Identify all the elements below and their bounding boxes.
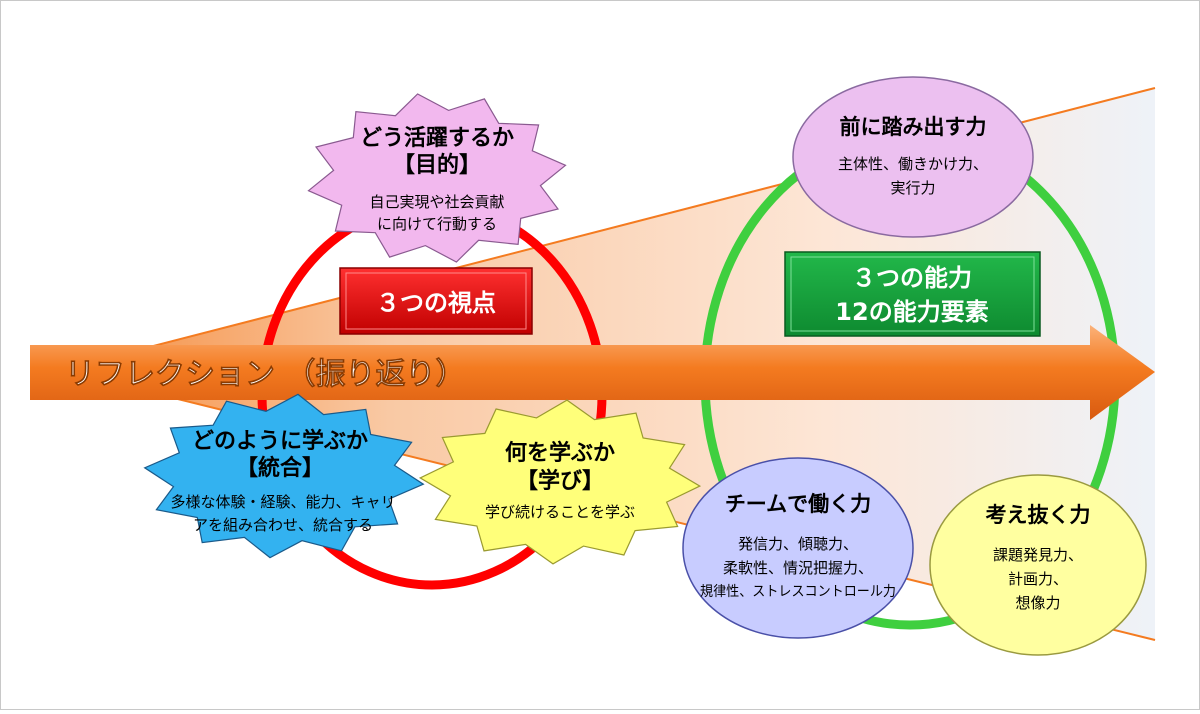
learning-star: 何を学ぶか 【学び】 学び続けることを学ぶ bbox=[418, 399, 702, 565]
reflection-label: リフレクション （振り返り） bbox=[65, 357, 465, 392]
teamwork-desc-line1: 発信力、傾聴力、 bbox=[738, 535, 858, 553]
integration-bracket: 【統合】 bbox=[236, 455, 324, 481]
learning-title: 何を学ぶか bbox=[505, 440, 615, 466]
integration-star: どのように学ぶか 【統合】 多様な体験・経験、能力、キャリ アを組み合わせ、統合… bbox=[143, 393, 425, 559]
integration-desc-line1: 多様な体験・経験、能力、キャリ bbox=[170, 493, 395, 511]
purpose-desc-line1: 自己実現や社会貢献 bbox=[369, 193, 504, 211]
teamwork-title: チームで働く力 bbox=[725, 492, 871, 516]
think-through-desc-line1: 課題発見力、 bbox=[993, 546, 1083, 564]
step-forward-desc-line1: 主体性、働きかけ力、 bbox=[838, 155, 988, 173]
pink-star-shape bbox=[307, 93, 567, 263]
yellow-star-shape bbox=[418, 399, 702, 565]
learning-bracket: 【学び】 bbox=[516, 468, 604, 494]
purpose-star: どう活躍するか 【目的】 自己実現や社会貢献 に向けて行動する bbox=[307, 93, 567, 263]
purpose-title: どう活躍するか bbox=[360, 126, 514, 151]
perspectives-label: ３つの視点 bbox=[376, 289, 496, 317]
teamwork-oval: チームで働く力 発信力、傾聴力、 柔軟性、情況把握力、 規律性、ストレスコントロ… bbox=[682, 457, 914, 639]
teamwork-desc-line3: 規律性、ストレスコントロール力 bbox=[700, 584, 896, 600]
step-forward-title: 前に踏み出す力 bbox=[840, 115, 987, 139]
reflection-arrow bbox=[30, 325, 1155, 420]
step-forward-oval: 前に踏み出す力 主体性、働きかけ力、 実行力 bbox=[792, 76, 1034, 238]
integration-title: どのように学ぶか bbox=[192, 428, 368, 454]
abilities-label-line1: ３つの能力 bbox=[852, 264, 972, 292]
think-through-oval: 考え抜く力 課題発見力、 計画力、 想像力 bbox=[929, 474, 1147, 656]
purpose-desc-line2: に向けて行動する bbox=[377, 215, 497, 233]
perspectives-box: ３つの視点 bbox=[339, 267, 533, 335]
think-through-title: 考え抜く力 bbox=[986, 503, 1091, 527]
abilities-box: ３つの能力 12の能力要素 bbox=[784, 251, 1041, 337]
abilities-label-line2: 12の能力要素 bbox=[835, 298, 988, 326]
teamwork-desc-line2: 柔軟性、情況把握力、 bbox=[723, 559, 873, 577]
learning-desc-line1: 学び続けることを学ぶ bbox=[485, 503, 635, 521]
think-through-desc-line3: 想像力 bbox=[1015, 594, 1060, 612]
step-forward-desc-line2: 実行力 bbox=[890, 179, 935, 197]
integration-desc-line2: アを組み合わせ、統合する bbox=[193, 516, 373, 534]
think-through-desc-line2: 計画力、 bbox=[1008, 570, 1068, 588]
blue-star-shape bbox=[143, 393, 425, 559]
purpose-bracket: 【目的】 bbox=[393, 152, 481, 178]
